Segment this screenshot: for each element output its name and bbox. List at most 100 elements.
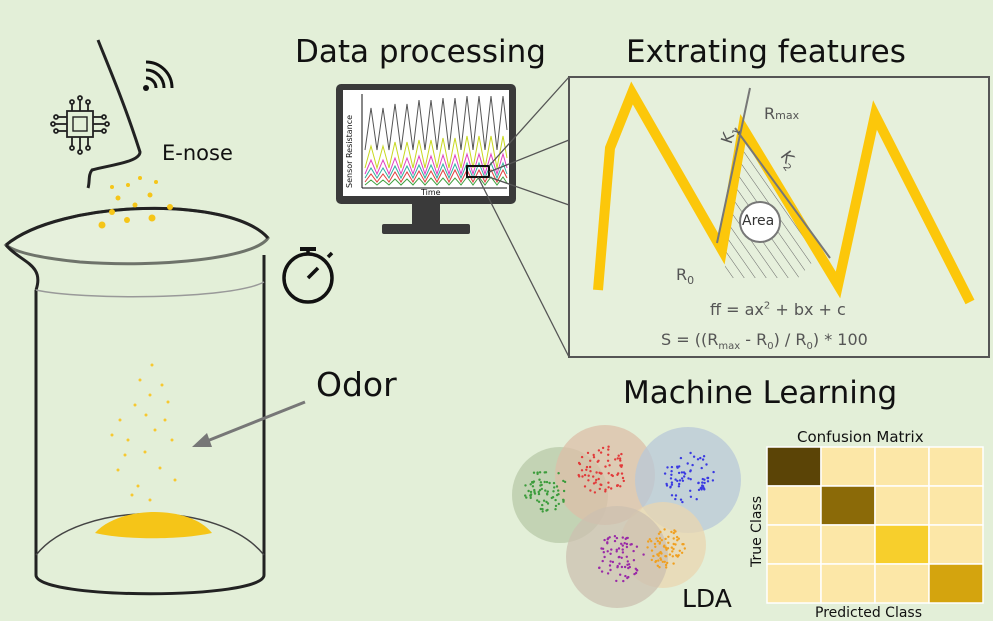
lda-point bbox=[543, 480, 546, 484]
lda-point bbox=[586, 451, 590, 455]
area-hatch bbox=[725, 128, 818, 278]
lda-point bbox=[679, 498, 683, 501]
chip-icon bbox=[50, 95, 110, 155]
lda-point bbox=[601, 547, 605, 550]
lda-point bbox=[592, 456, 596, 459]
lda-point bbox=[554, 504, 558, 508]
lda-point bbox=[664, 546, 667, 549]
lda-point bbox=[674, 497, 677, 501]
lda-point bbox=[598, 487, 601, 491]
lda-point bbox=[620, 464, 624, 467]
lda-point bbox=[669, 486, 672, 489]
cm-cell bbox=[928, 563, 984, 604]
lda-point bbox=[529, 490, 533, 494]
lda-point bbox=[620, 565, 624, 569]
lda-point bbox=[589, 489, 592, 492]
lda-point bbox=[611, 474, 614, 478]
lda-point bbox=[676, 465, 679, 468]
lda-point bbox=[700, 486, 703, 489]
lda-point bbox=[676, 539, 679, 542]
lda-point bbox=[552, 490, 555, 493]
lda-point bbox=[600, 570, 604, 573]
lda-point bbox=[616, 457, 619, 460]
lda-point bbox=[536, 499, 539, 502]
lda-point bbox=[557, 489, 560, 492]
lda-point bbox=[595, 471, 598, 474]
confusion-matrix-ylabel: True Class bbox=[749, 495, 765, 567]
lda-point bbox=[608, 564, 612, 567]
lda-point bbox=[550, 496, 553, 500]
lda-point bbox=[546, 502, 550, 505]
lda-point bbox=[674, 478, 677, 481]
lda-point bbox=[536, 471, 539, 474]
lda-point bbox=[621, 536, 624, 539]
lda-point bbox=[687, 477, 690, 480]
lda-point bbox=[616, 484, 619, 487]
lda-point bbox=[623, 565, 627, 569]
lda-point bbox=[677, 485, 681, 488]
lda-label: LDA bbox=[682, 584, 732, 613]
lda-point bbox=[676, 479, 679, 483]
lda-point bbox=[658, 541, 662, 544]
lda-point bbox=[623, 542, 626, 545]
lda-point bbox=[580, 455, 584, 459]
lda-point bbox=[589, 459, 592, 462]
lda-point bbox=[617, 472, 620, 475]
wifi-icon bbox=[143, 60, 174, 91]
lda-point bbox=[664, 537, 667, 541]
lda-point bbox=[537, 500, 541, 503]
lda-point bbox=[658, 537, 662, 540]
k1-tangent bbox=[716, 87, 751, 244]
lda-point bbox=[665, 482, 668, 486]
nose-outline bbox=[86, 39, 142, 189]
lda-point bbox=[611, 560, 615, 564]
lda-point bbox=[680, 551, 684, 554]
lda-point bbox=[548, 481, 551, 485]
lda-point bbox=[671, 555, 674, 558]
lda-point bbox=[697, 481, 700, 484]
lda-point bbox=[602, 551, 605, 554]
lda-point bbox=[663, 528, 666, 531]
lda-point bbox=[615, 548, 618, 551]
lda-point bbox=[677, 537, 680, 540]
monitor-xlabel: Time bbox=[421, 188, 441, 197]
lda-point bbox=[667, 535, 670, 538]
lda-point bbox=[525, 496, 528, 499]
lda-point bbox=[553, 486, 556, 489]
lda-point bbox=[677, 471, 681, 475]
lda-point bbox=[671, 550, 674, 553]
lda-point bbox=[674, 543, 677, 546]
lda-point bbox=[542, 499, 546, 502]
lda-point bbox=[621, 548, 624, 551]
lda-point bbox=[702, 487, 706, 490]
lda-point bbox=[552, 481, 556, 485]
lda-point bbox=[699, 456, 702, 460]
lda-point bbox=[667, 541, 670, 544]
lda-point bbox=[539, 484, 542, 487]
lda-point bbox=[577, 473, 580, 477]
lda-point bbox=[663, 472, 667, 475]
lda-point bbox=[532, 471, 536, 474]
lda-point bbox=[537, 492, 541, 496]
lda-point bbox=[610, 548, 613, 551]
lda-point bbox=[666, 547, 670, 550]
lda-point bbox=[625, 545, 629, 549]
lda-point bbox=[625, 542, 629, 546]
lda-point bbox=[632, 549, 635, 553]
lda-point bbox=[695, 498, 698, 501]
lda-point bbox=[636, 569, 639, 572]
lda-point bbox=[646, 546, 649, 549]
lda-point bbox=[674, 494, 678, 497]
data-processing-title: Data processing bbox=[295, 34, 546, 70]
lda-point bbox=[683, 547, 686, 550]
rising-particles bbox=[98, 176, 173, 229]
lda-point bbox=[598, 566, 601, 570]
lda-point bbox=[593, 491, 597, 494]
lda-point bbox=[620, 472, 624, 475]
lda-point bbox=[588, 465, 592, 469]
lda-point bbox=[686, 462, 689, 465]
lda-point bbox=[660, 552, 663, 555]
confusion-matrix-title: Confusion Matrix bbox=[797, 428, 924, 446]
lda-point bbox=[620, 542, 623, 545]
